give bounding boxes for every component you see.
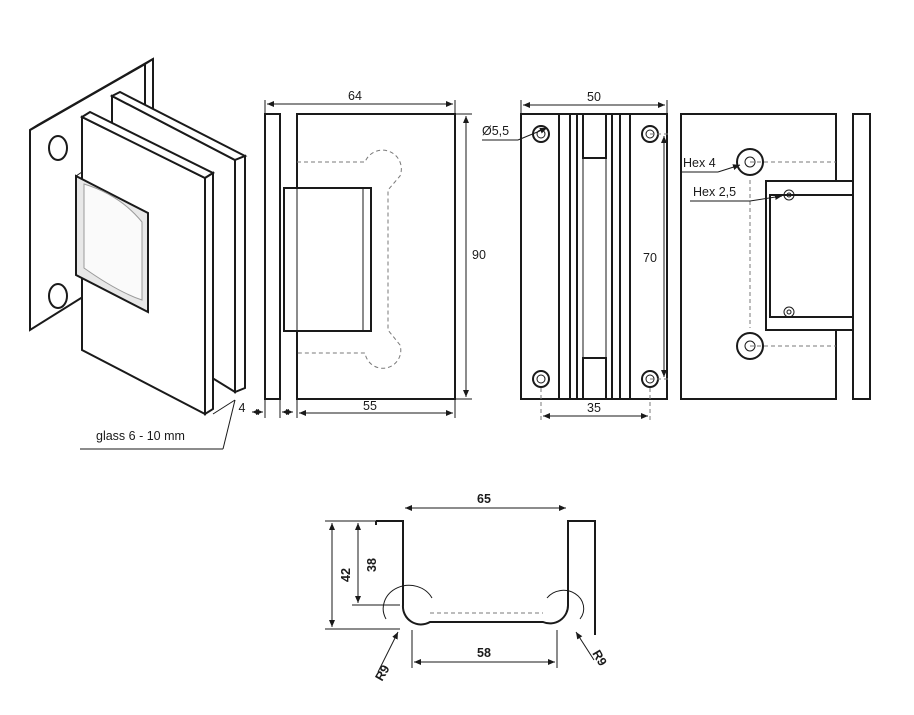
radius-right-label: R9 [589,648,609,669]
side-width-label: 64 [348,89,362,103]
cutout-depth-straight-label: 38 [365,558,379,572]
hex-small-label: Hex 2,5 [693,185,736,199]
radius-left-label: R9 [372,663,392,684]
hex-large-label: Hex 4 [683,156,716,170]
hex25-screw-top [783,189,795,201]
hinge-3d-view: glass 6 - 10 mm [29,57,248,450]
hole-spacing-vertical-label: 70 [643,251,657,265]
mount-hole-lower [48,283,68,309]
glass-range-label: glass 6 - 10 mm [96,429,185,443]
cutout-depth-total-label: 42 [339,568,353,582]
cutout-outer-width-label: 65 [477,492,491,506]
hex4-screw-top [736,148,764,176]
glass-cutout-profile: 65 42 38 58 R9 R9 [325,492,610,683]
side-leaf-width-label: 55 [363,399,377,413]
hex4-screw-bottom [736,332,764,360]
hole-diameter-label: Ø5,5 [482,124,509,138]
hole-spacing-horizontal-label: 35 [587,401,601,415]
hinge-back-view: Hex 4 Hex 2,5 [680,113,871,400]
plate-thickness-label: 4 [239,401,246,415]
hinge-side-view: 64 90 4 55 [239,89,486,418]
mount-hole-upper [48,135,68,161]
cutout-inner-width-label: 58 [477,646,491,660]
front-width-label: 50 [587,90,601,104]
side-height-label: 90 [472,248,486,262]
front-hole-bottom-left [532,370,550,388]
hex25-screw-bottom [783,306,795,318]
hinge-front-view: 50 Ø5,5 70 35 [482,90,670,420]
